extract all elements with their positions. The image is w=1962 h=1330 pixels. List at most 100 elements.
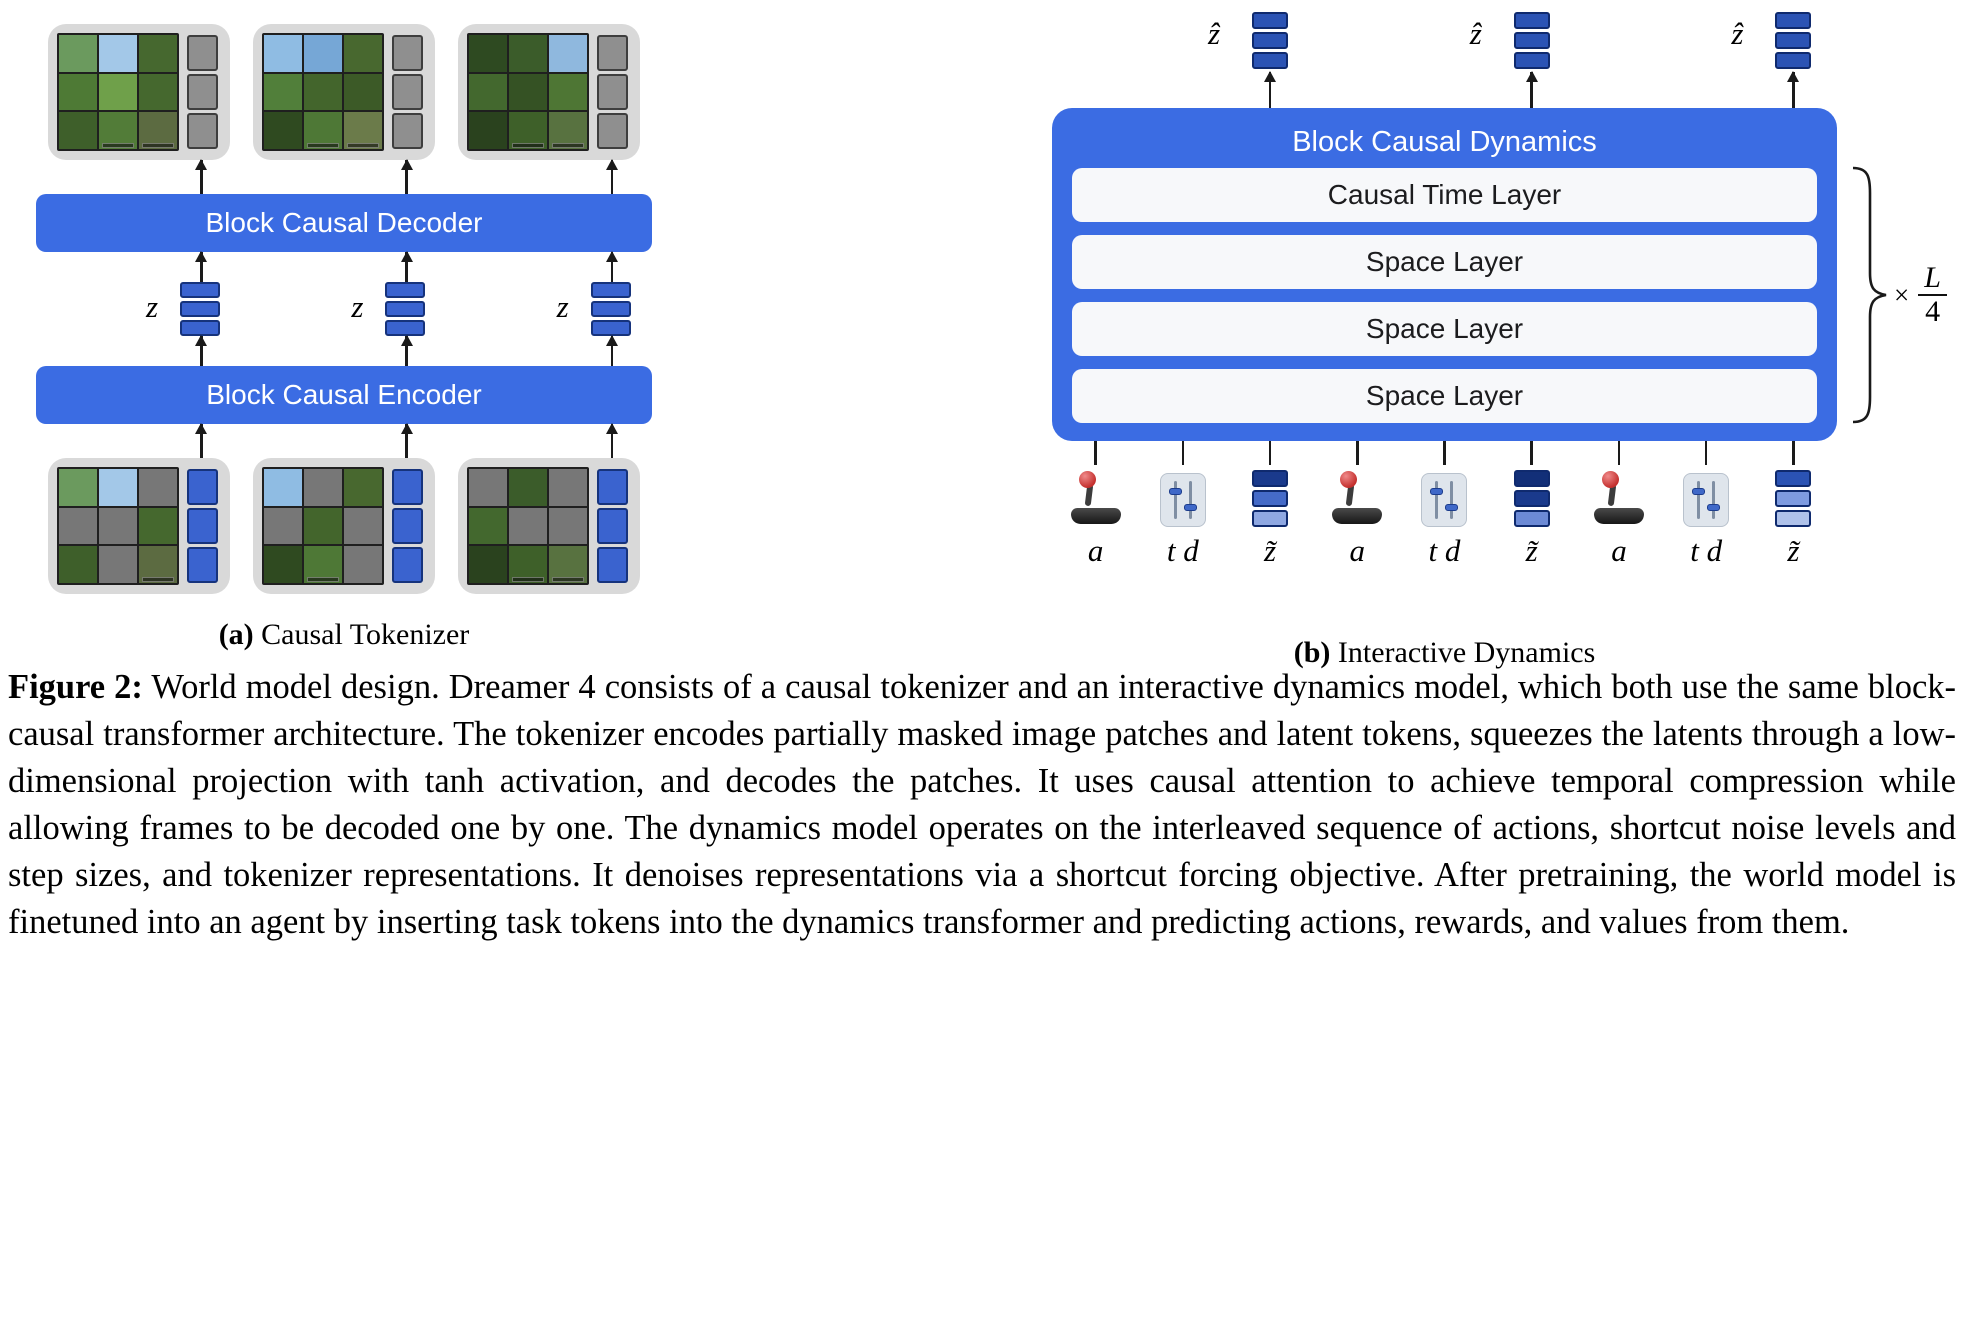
predicted-latent-stack <box>1252 12 1289 69</box>
image-patch-cell <box>58 546 97 583</box>
token-cell <box>1513 510 1550 527</box>
causal-time-layer: Causal Time Layer <box>1072 168 1817 222</box>
masked-frame-slot <box>447 458 652 594</box>
image-patch-cell <box>303 112 342 149</box>
image-patch-cell <box>509 73 548 111</box>
noisy-latent-stack <box>1775 470 1812 527</box>
token-cell <box>186 35 218 71</box>
action-label: a <box>1349 533 1366 568</box>
masked-frame-slot <box>241 458 446 594</box>
token-cell <box>597 469 629 505</box>
image-patch-cell <box>509 546 548 583</box>
inputs-icon-row <box>1052 467 1837 527</box>
subcaption-b: (b) Interactive Dynamics <box>1052 636 1837 670</box>
image-patch-cell <box>343 73 382 111</box>
connector-line <box>1443 441 1446 465</box>
image-patch-cell <box>469 507 508 545</box>
block-causal-encoder-bar: Block Causal Encoder <box>36 366 652 424</box>
up-arrow-icon <box>405 424 408 458</box>
ztilde-label: z̃ <box>1787 533 1800 568</box>
token-cell <box>186 74 218 110</box>
image-patch-cell <box>263 112 302 149</box>
token-cell <box>1252 490 1289 507</box>
token-cell <box>597 508 629 544</box>
masked-patch-cell <box>98 546 137 583</box>
image-patch-cell <box>138 73 177 111</box>
decoded-frame <box>252 24 435 160</box>
masked-patch-cell <box>549 507 588 545</box>
token-cell <box>186 113 218 149</box>
masked-input-frames-row <box>36 458 652 594</box>
masked-image-grid <box>56 467 179 585</box>
space-layer: Space Layer <box>1072 235 1817 289</box>
up-arrow-icon <box>405 160 408 194</box>
ztilde-label: z̃ <box>1525 533 1538 568</box>
connector-line <box>1268 441 1272 465</box>
token-cell <box>186 547 218 583</box>
token-cell <box>597 74 629 110</box>
image-patch-cell <box>303 546 342 583</box>
decoder-to-frames-arrows <box>36 160 652 194</box>
token-cell <box>590 282 631 298</box>
connector-line <box>1617 441 1621 465</box>
gray-token-stack <box>391 35 423 149</box>
masked-patch-cell <box>303 469 342 506</box>
image-patch-cell <box>509 469 548 506</box>
masked-patch-cell <box>98 507 137 545</box>
masked-image-grid <box>261 467 384 585</box>
joystick-icon <box>1069 471 1123 527</box>
action-label: a <box>1087 533 1104 568</box>
latent-stack <box>385 282 426 336</box>
joystick-icon <box>1592 471 1646 527</box>
predicted-latent-stack <box>1513 12 1550 69</box>
token-cell <box>590 301 631 317</box>
up-arrow-icon <box>610 424 614 458</box>
subcaption-b-text: Interactive Dynamics <box>1337 636 1596 669</box>
decoded-frame <box>47 24 230 160</box>
noise-step-label: t d <box>1428 533 1461 568</box>
decoded-frame <box>458 24 641 160</box>
slider-icon <box>1421 473 1468 527</box>
token-cell <box>1252 52 1289 69</box>
masked-patch-cell <box>58 507 97 545</box>
token-cell <box>1252 470 1289 487</box>
times-symbol: × <box>1894 279 1910 310</box>
decoded-frame-slot <box>241 24 446 160</box>
zhat-label: ẑ <box>1731 16 1744 51</box>
token-cell <box>180 282 220 298</box>
token-cell <box>385 301 426 317</box>
figure-caption: Figure 2: World model design. Dreamer 4 … <box>8 664 1956 946</box>
image-patch-cell <box>509 112 548 149</box>
connector-line <box>1792 441 1795 465</box>
block-causal-decoder-bar: Block Causal Decoder <box>36 194 652 252</box>
image-patch-cell <box>138 112 177 149</box>
image-patch-cell <box>263 73 302 111</box>
z-label: z <box>351 289 364 324</box>
decoded-frames-row <box>36 24 652 160</box>
dynamics-output-arrows <box>1052 72 1837 108</box>
connector-line <box>1181 441 1185 465</box>
figure-caption-label: Figure 2: <box>8 668 143 706</box>
predicted-latent-stack <box>1775 12 1812 69</box>
token-cell <box>180 320 220 336</box>
space-layer: Space Layer <box>1072 369 1817 423</box>
token-cell <box>597 113 629 149</box>
token-cell <box>590 320 631 336</box>
token-cell <box>1775 470 1812 487</box>
token-cell <box>391 113 423 149</box>
up-arrow-icon <box>1530 72 1533 108</box>
token-cell <box>597 547 629 583</box>
image-patch-cell <box>303 507 342 545</box>
up-arrow-icon <box>610 160 614 194</box>
image-patch-cell <box>469 546 508 583</box>
subcaption-b-label: (b) <box>1293 636 1331 669</box>
up-arrow-icon <box>200 160 203 194</box>
latent-stack <box>590 282 631 336</box>
up-arrow-icon <box>610 336 614 366</box>
decoded-frame-slot <box>447 24 652 160</box>
z-to-decoder-arrows <box>36 252 652 282</box>
slider-icon <box>1683 473 1730 527</box>
encoder-to-z-arrows <box>36 336 652 366</box>
masked-patch-cell <box>549 469 588 506</box>
up-arrow-icon <box>200 336 203 366</box>
